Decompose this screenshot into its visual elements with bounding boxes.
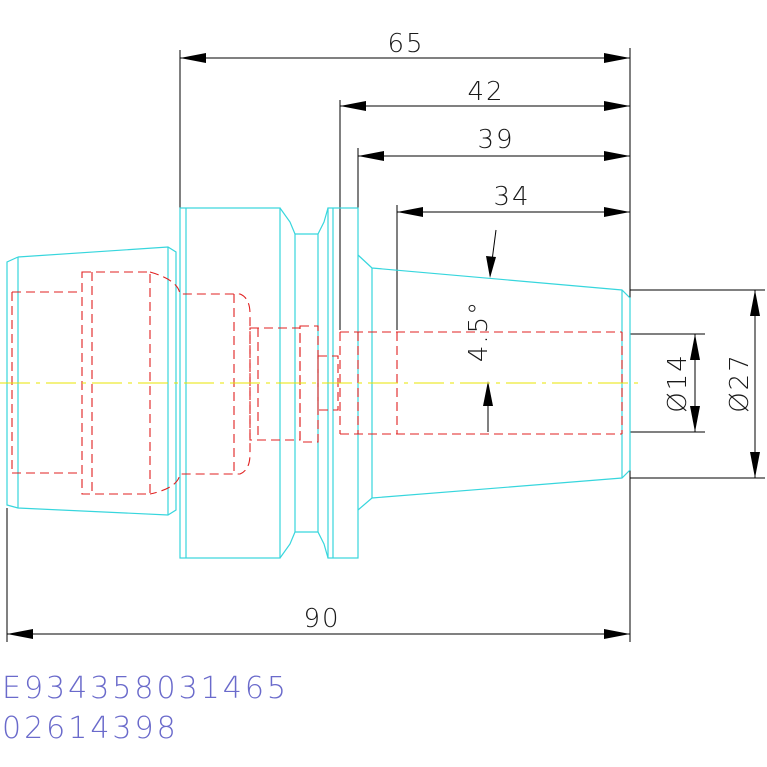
dim-label-42: 42 (467, 77, 504, 107)
dim-label-34: 34 (493, 182, 530, 212)
dimension-lines (6, 48, 765, 642)
part-code-line2: 02614398 (2, 711, 179, 746)
dim-label-39: 39 (477, 125, 514, 155)
dim-label-d27: Ø27 (725, 353, 755, 413)
dim-label-d14: Ø14 (663, 353, 693, 413)
part-code-line1: E934358031465 (2, 671, 289, 706)
dim-label-65: 65 (387, 29, 424, 59)
dim-label-90: 90 (303, 604, 340, 634)
dim-label-taper-angle: 4.5° (464, 300, 494, 362)
